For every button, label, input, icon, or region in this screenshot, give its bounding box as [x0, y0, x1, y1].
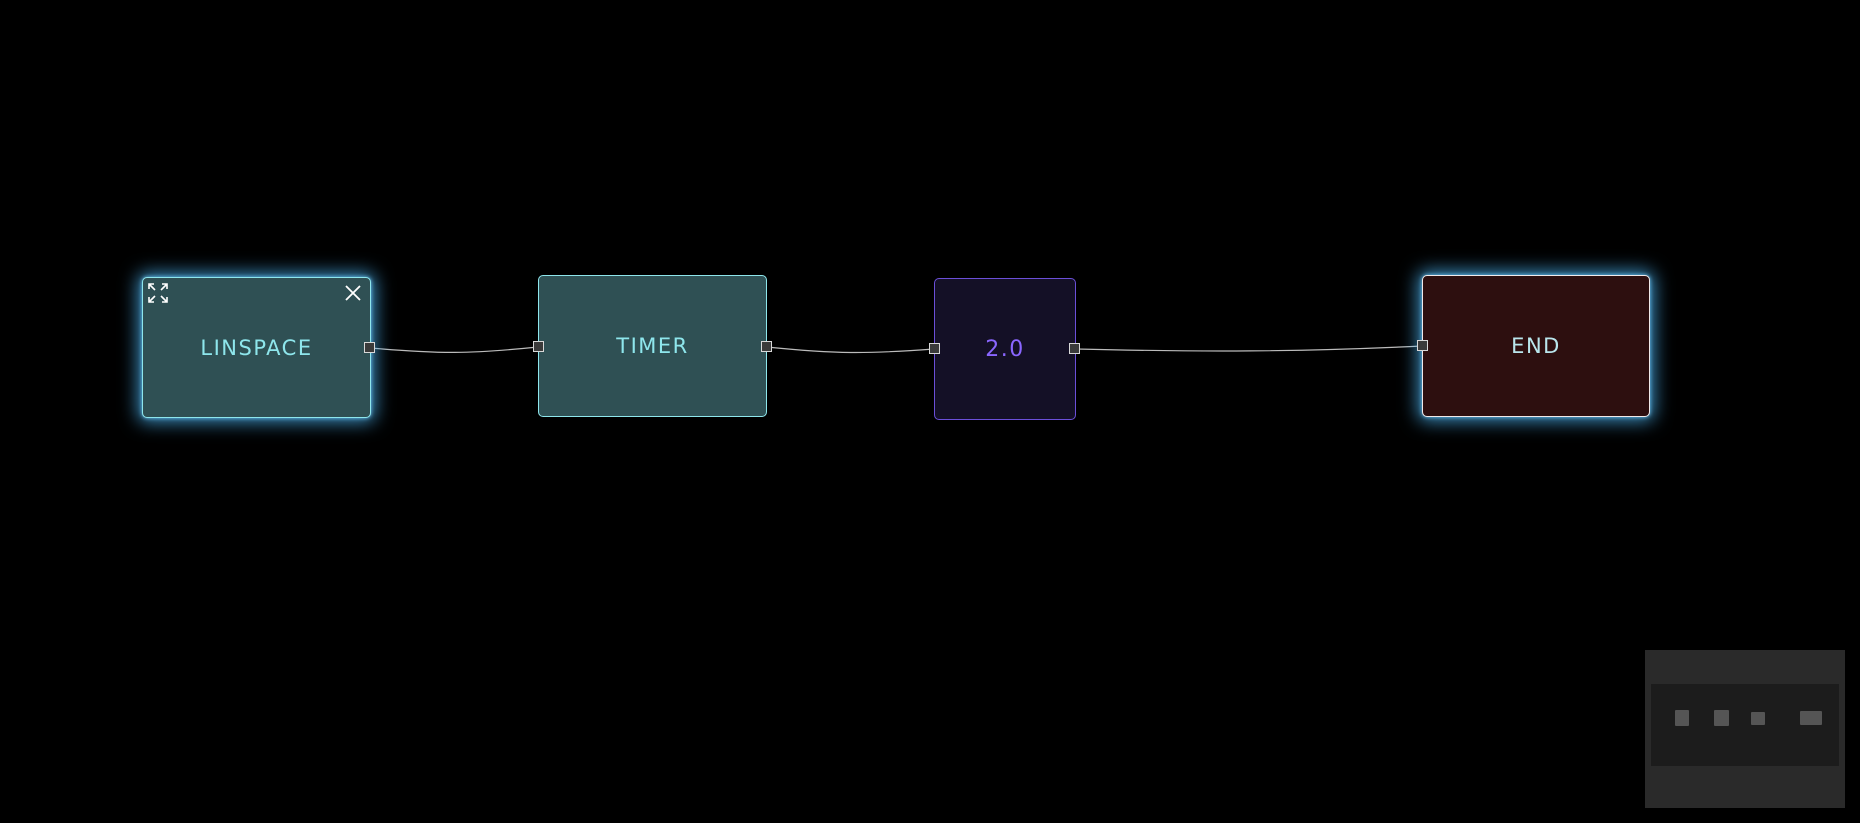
node-label: TIMER — [616, 334, 689, 358]
minimap-node-end — [1800, 711, 1822, 725]
edge-linspace-timer — [370, 346, 539, 353]
edge-value-end — [1075, 345, 1423, 352]
node-label: LINSPACE — [200, 335, 313, 360]
minimap-viewport[interactable] — [1651, 684, 1839, 766]
minimap-node-value — [1751, 712, 1765, 725]
close-icon[interactable] — [342, 282, 364, 304]
input-port-timer[interactable] — [533, 341, 544, 352]
output-port-timer[interactable] — [761, 341, 772, 352]
node-label: END — [1511, 334, 1561, 358]
node-end[interactable]: END — [1422, 275, 1650, 417]
node-value[interactable]: 2.0 — [934, 278, 1076, 420]
edge-timer-value — [766, 346, 935, 354]
node-linspace[interactable]: LINSPACE — [142, 277, 371, 418]
minimap[interactable] — [1645, 650, 1845, 808]
expand-icon[interactable] — [147, 282, 169, 304]
node-timer[interactable]: TIMER — [538, 275, 767, 417]
output-port-linspace[interactable] — [364, 342, 375, 353]
minimap-node-timer — [1714, 710, 1729, 726]
output-port-value[interactable] — [1069, 343, 1080, 354]
node-label: 2.0 — [985, 336, 1025, 362]
minimap-node-linspace — [1675, 710, 1689, 726]
input-port-end[interactable] — [1417, 340, 1428, 351]
input-port-value[interactable] — [929, 343, 940, 354]
